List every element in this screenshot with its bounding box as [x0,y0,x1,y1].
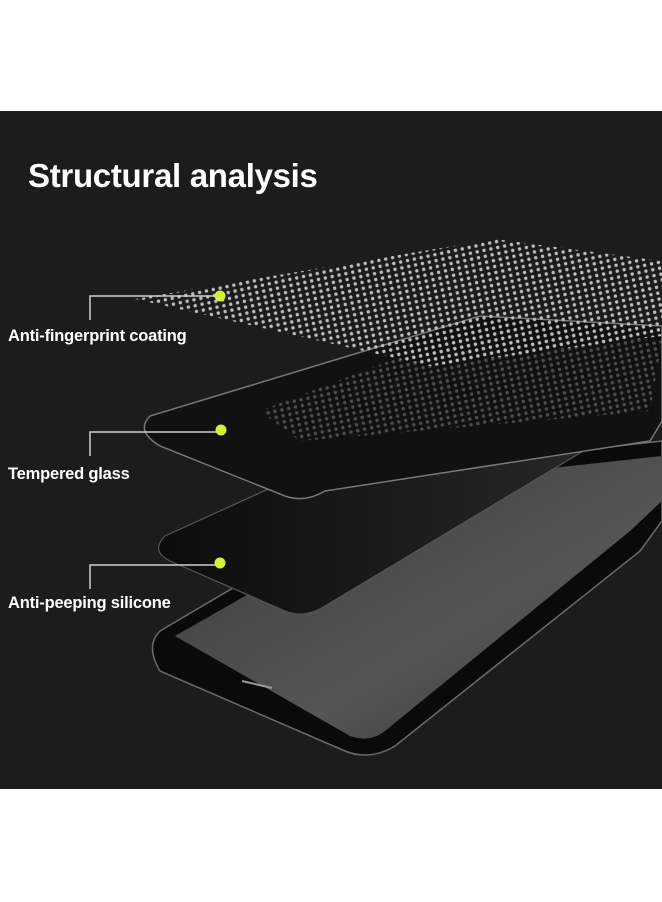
marker-dot [214,290,226,302]
layer-illustration [89,239,662,756]
phone-screen [175,456,662,739]
marker-dot [214,557,226,569]
layer-label-anti-peeping: Anti-peeping silicone [8,594,171,612]
page-title: Structural analysis [28,157,318,194]
anti-fingerprint-layer [135,239,662,366]
leader-lines [89,295,221,589]
product-diagram-panel: Structural analysis Anti-fingerprint coa… [0,111,662,789]
layer-label-tempered-glass: Tempered glass [8,465,130,483]
marker-dot [215,424,227,436]
layer-label-anti-fingerprint: Anti-fingerprint coating [8,327,187,345]
phone-speaker [241,680,273,689]
